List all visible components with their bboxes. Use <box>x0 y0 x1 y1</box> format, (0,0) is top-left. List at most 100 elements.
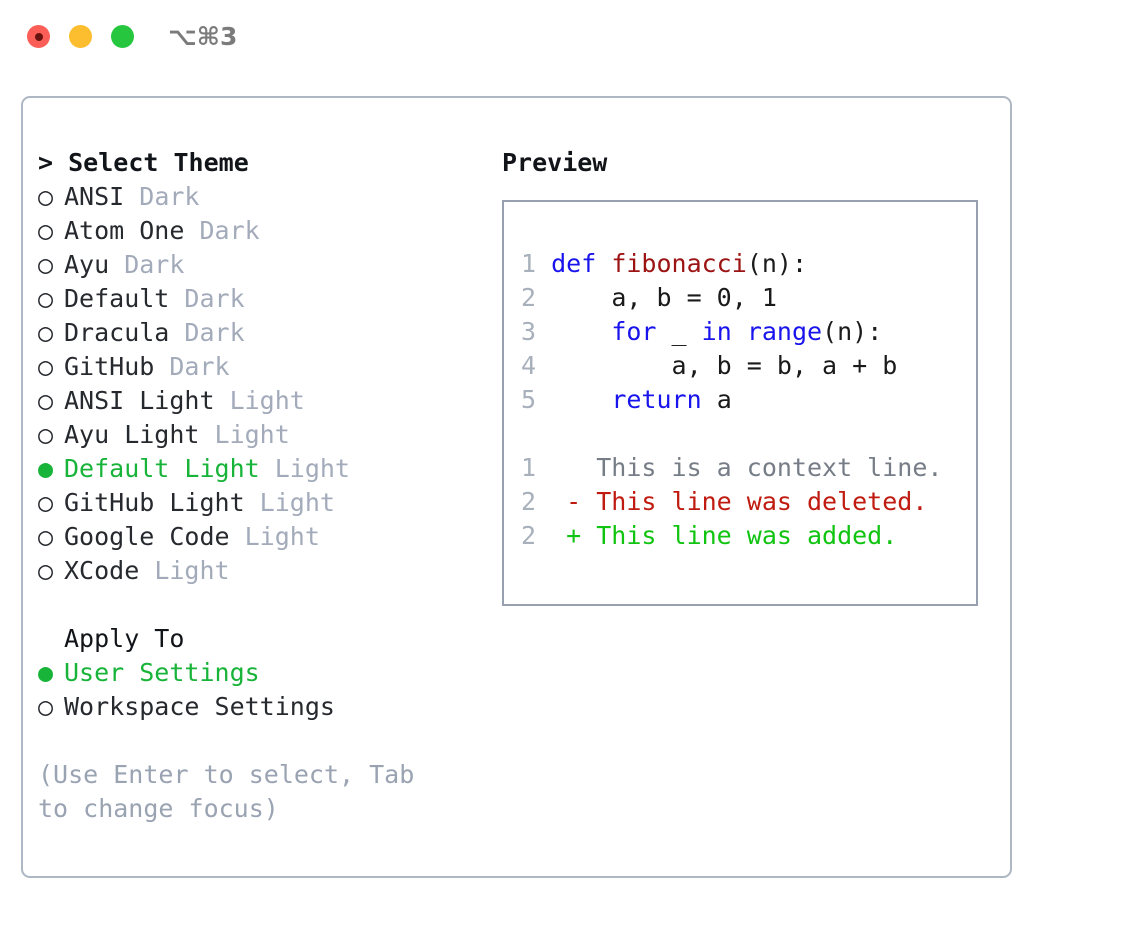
theme-option-label: GitHub <box>64 352 155 381</box>
theme-option-variant: Dark <box>184 216 260 245</box>
diff-line-text: - This line was deleted. <box>566 487 928 516</box>
code-token: for <box>611 317 657 346</box>
theme-option-variant: Light <box>139 556 230 585</box>
radio-unselected-icon: ○ <box>38 386 54 415</box>
radio-unselected-icon: ○ <box>38 352 54 381</box>
theme-option-variant: Dark <box>154 352 230 381</box>
theme-option-ansi[interactable]: ○ANSI Dark <box>38 180 478 214</box>
code-line-number: 1 <box>521 249 552 278</box>
code-line: 3 for _ in range(n): <box>521 315 942 349</box>
theme-option-variant: Dark <box>124 182 200 211</box>
diff-line-del: 2 - This line was deleted. <box>521 485 942 519</box>
apply-to-option-workspace-settings[interactable]: ○ Workspace Settings <box>38 690 478 724</box>
theme-option-default-light[interactable]: ● Default Light Light <box>38 452 478 486</box>
apply-to-list: ● User Settings ○ Workspace Settings <box>38 656 478 724</box>
radio-unselected-icon: ○ <box>38 692 54 721</box>
code-line: 2 a, b = 0, 1 <box>521 281 942 315</box>
theme-option-label: Default Light <box>64 454 260 483</box>
theme-option-label: XCode <box>64 556 140 585</box>
theme-option-label: ANSI Light <box>64 386 215 415</box>
code-token: def <box>551 249 597 278</box>
theme-option-variant: Light <box>259 454 350 483</box>
keyboard-shortcut-label: ⌥⌘3 <box>168 22 238 51</box>
code-token: in <box>701 317 732 346</box>
theme-list: ○ANSI Dark○Atom One Dark○Ayu Dark○Defaul… <box>38 180 478 588</box>
hint-spacer <box>38 724 478 758</box>
code-token: a, b = b, a + b <box>551 351 898 380</box>
prompt-marker-icon: > <box>38 148 54 177</box>
apply-to-header: Apply To <box>64 624 185 653</box>
code-token: a, b = 0, 1 <box>551 283 777 312</box>
code-line-number: 5 <box>521 385 552 414</box>
theme-option-label: GitHub Light <box>64 488 245 517</box>
page-title: > Select Theme <box>38 146 478 180</box>
minimize-window-button[interactable] <box>69 25 92 48</box>
apply-to-option-label: Workspace Settings <box>64 692 335 721</box>
list-spacer <box>38 588 478 622</box>
code-line-number: 4 <box>521 351 552 380</box>
title-bar: ⌥⌘3 <box>0 0 1140 78</box>
theme-option-ayu-light[interactable]: ○ Ayu Light Light <box>38 418 478 452</box>
theme-option-dracula[interactable]: ○Dracula Dark <box>38 316 478 350</box>
code-token <box>551 317 611 346</box>
code-token: fibonacci <box>611 249 747 278</box>
code-line-number: 1 <box>521 453 567 482</box>
code-token: range <box>746 317 823 346</box>
maximize-window-button[interactable] <box>111 25 134 48</box>
theme-option-variant: Light <box>244 488 335 517</box>
theme-option-variant: Dark <box>169 318 245 347</box>
apply-to-option-label: User Settings <box>64 658 260 687</box>
theme-option-atom-one[interactable]: ○ Atom One Dark <box>38 214 478 248</box>
code-blank-line <box>521 417 942 451</box>
radio-selected-icon: ● <box>38 454 54 483</box>
theme-option-github[interactable]: ○ GitHub Dark <box>38 350 478 384</box>
preview-column: Preview 1 def fibonacci(n):2 a, b = 0, 1… <box>502 146 1002 606</box>
theme-option-variant: Light <box>229 522 320 551</box>
theme-option-ansi-light[interactable]: ○ANSI Light Light <box>38 384 478 418</box>
code-token: (n): <box>822 317 883 346</box>
theme-option-label: Ayu Light <box>64 420 200 449</box>
theme-option-variant: Dark <box>169 284 245 313</box>
radio-selected-icon: ● <box>38 658 54 687</box>
code-token: return <box>611 385 702 414</box>
radio-unselected-icon: ○ <box>38 522 54 551</box>
theme-option-label: Default <box>64 284 170 313</box>
theme-option-variant: Light <box>199 420 290 449</box>
theme-option-label: Google Code <box>64 522 230 551</box>
radio-unselected-icon: ○ <box>38 420 54 449</box>
apply-to-option-user-settings[interactable]: ● User Settings <box>38 656 478 690</box>
diff-line-text: This is a context line. <box>566 453 943 482</box>
radio-unselected-icon: ○ <box>38 216 54 245</box>
theme-option-ayu[interactable]: ○Ayu Dark <box>38 248 478 282</box>
code-token: _ <box>656 317 702 346</box>
theme-picker-column: > Select Theme ○ANSI Dark○Atom One Dark○… <box>38 146 478 826</box>
code-token: (n): <box>746 249 808 278</box>
theme-option-xcode[interactable]: ○ XCode Light <box>38 554 478 588</box>
code-token: a <box>701 385 732 414</box>
traffic-light-buttons <box>27 25 134 48</box>
theme-option-google-code[interactable]: ○ Google Code Light <box>38 520 478 554</box>
code-token <box>551 385 611 414</box>
diff-line-add: 2 + This line was added. <box>521 519 942 553</box>
section-title-label: Select Theme <box>68 148 249 177</box>
radio-unselected-icon: ○ <box>38 488 54 517</box>
code-token <box>732 317 747 346</box>
radio-unselected-icon: ○ <box>38 556 54 585</box>
radio-unselected-icon: ○ <box>38 250 54 279</box>
theme-option-label: Atom One <box>64 216 185 245</box>
keyboard-hint-text: (Use Enter to select, Tab to change focu… <box>38 760 430 823</box>
theme-option-default[interactable]: ○ Default Dark <box>38 282 478 316</box>
theme-option-label: Dracula <box>64 318 170 347</box>
radio-unselected-icon: ○ <box>38 182 54 211</box>
code-token <box>596 249 611 278</box>
radio-unselected-icon: ○ <box>38 284 54 313</box>
theme-option-github-light[interactable]: ○ GitHub Light Light <box>38 486 478 520</box>
code-line-number: 3 <box>521 317 552 346</box>
theme-option-label: Ayu <box>64 250 110 279</box>
code-line: 4 a, b = b, a + b <box>521 349 942 383</box>
close-window-button[interactable] <box>27 25 50 48</box>
code-line-number: 2 <box>521 487 567 516</box>
main-panel: > Select Theme ○ANSI Dark○Atom One Dark○… <box>21 96 1012 878</box>
